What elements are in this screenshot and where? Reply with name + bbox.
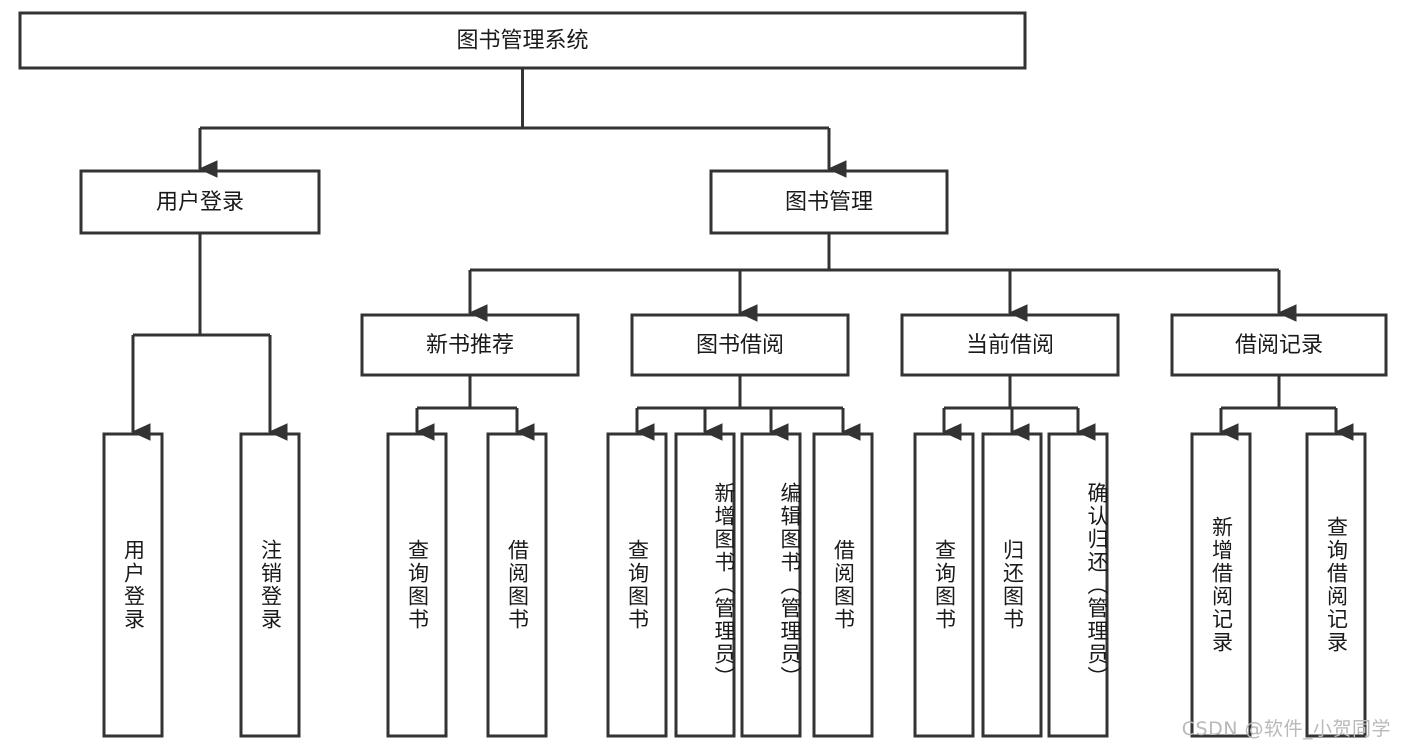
node-box-leaf-query-borrow-record: [1305, 432, 1367, 738]
node-label-borrow-record: 借阅记录: [1235, 333, 1323, 358]
node-box-new-book-recommend: [360, 313, 580, 377]
node-box-leaf-borrow-book-recommend: [486, 432, 548, 738]
node-label-root: 图书管理系统: [456, 29, 588, 54]
node-boxes-layer: [18, 11, 1388, 738]
node-box-leaf-query-book-recommend: [386, 432, 448, 738]
node-box-root: [18, 11, 1027, 70]
node-box-leaf-edit-book-admin: [740, 432, 802, 738]
node-label-current-borrow: 当前借阅: [966, 333, 1054, 358]
node-box-leaf-query-book-current: [913, 432, 975, 738]
node-box-leaf-user-login: [102, 432, 164, 738]
node-box-leaf-borrow-book: [812, 432, 874, 738]
node-box-leaf-return-book: [981, 432, 1043, 738]
node-box-leaf-logout: [239, 432, 301, 738]
node-label-user-login: 用户登录: [156, 190, 244, 215]
connectors-layer: [131, 68, 1354, 441]
node-label-book-management: 图书管理: [785, 190, 873, 215]
node-label-book-borrow: 图书借阅: [696, 333, 784, 358]
node-label-new-book-recommend: 新书推荐: [426, 333, 514, 358]
node-box-user-login: [79, 169, 321, 235]
node-box-leaf-query-book-borrow: [606, 432, 668, 738]
node-box-leaf-add-borrow-record: [1190, 432, 1252, 738]
node-box-leaf-confirm-return-admin: [1047, 432, 1109, 738]
node-box-leaf-add-book-admin: [674, 432, 736, 738]
node-box-current-borrow: [900, 313, 1120, 377]
csdn-watermark: CSDN @软件_小贺同学: [1181, 718, 1391, 740]
